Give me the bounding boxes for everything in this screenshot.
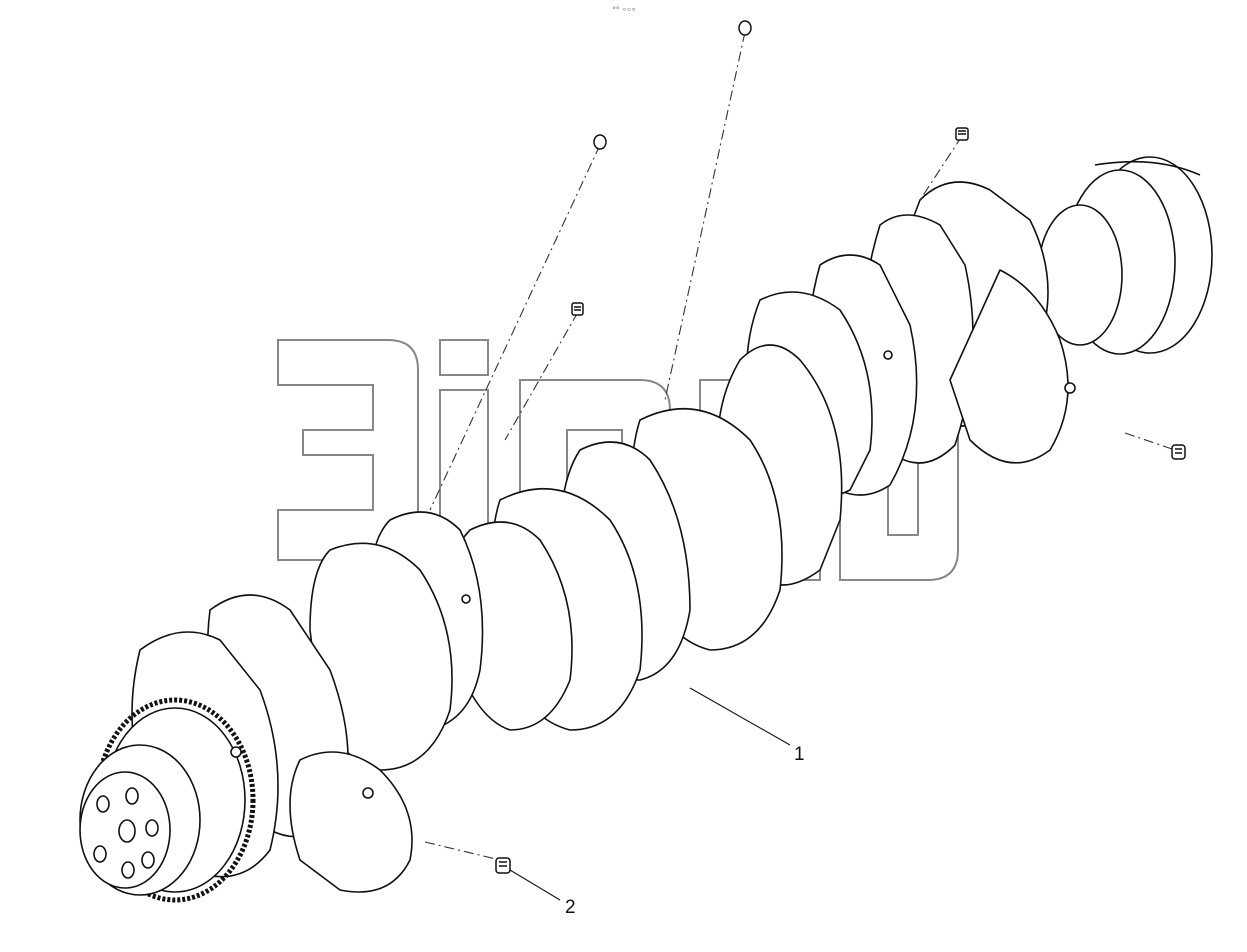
front-gear xyxy=(79,697,256,903)
callout-leaders xyxy=(509,687,791,901)
plug-top-left xyxy=(593,134,607,150)
leader-lines xyxy=(424,31,1176,861)
crank-web-2 xyxy=(309,542,453,771)
crankshaft xyxy=(79,156,1213,903)
callout-1: 1 xyxy=(794,744,805,765)
rear-gear-flange xyxy=(1037,156,1213,355)
plug-right xyxy=(1171,444,1186,460)
plug-mid-left xyxy=(571,302,584,316)
plug-top-center xyxy=(738,20,752,36)
drawing-reference-tag: ⁰⁰ ○○○ xyxy=(613,7,637,13)
callout-2: 2 xyxy=(565,897,576,918)
plug-bottom xyxy=(495,857,511,874)
plug-parts xyxy=(495,20,1186,874)
plug-upper-right xyxy=(955,127,969,141)
